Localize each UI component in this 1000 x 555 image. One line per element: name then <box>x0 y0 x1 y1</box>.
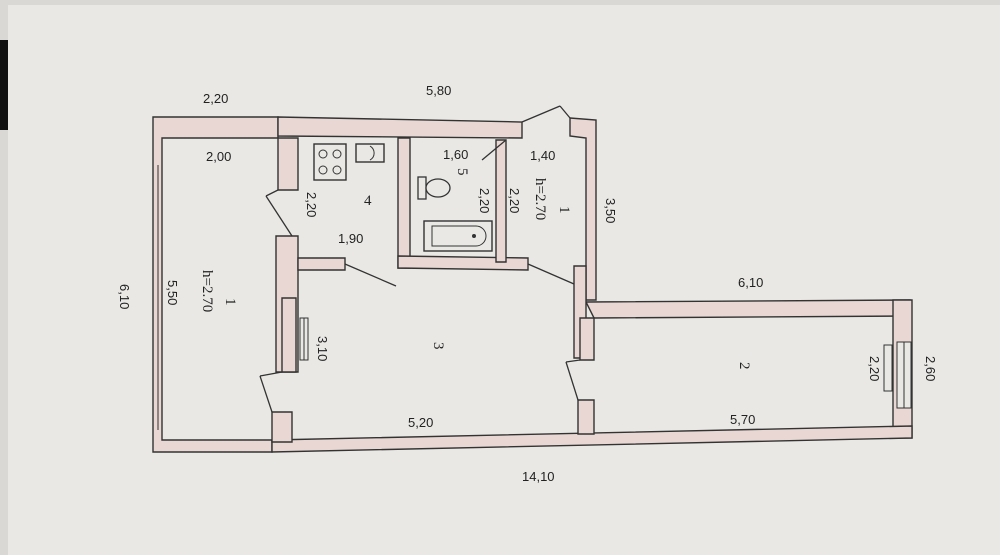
dim-hall-depth: 3,10 <box>315 336 330 361</box>
dim-room1-length: 5,50 <box>165 280 180 305</box>
dim-room1-right-width: 1,40 <box>530 148 555 163</box>
dim-right-wing-end: 2,60 <box>923 356 938 381</box>
dim-top-mid: 5,80 <box>426 83 451 98</box>
window-left <box>152 165 163 430</box>
dim-hall-width: 5,20 <box>408 415 433 430</box>
dim-right-wing-top: 6,10 <box>738 275 763 290</box>
door-swings <box>259 105 581 413</box>
room4-number: 4 <box>364 193 372 209</box>
dim-bath-depth: 2,20 <box>477 188 492 213</box>
window-right <box>896 341 912 409</box>
dim-room1-width: 2,00 <box>206 149 231 164</box>
dim-right-top: 3,50 <box>603 198 618 223</box>
dim-kitchen-depth: 2,20 <box>304 192 319 217</box>
room1-right-height: h=2.70 <box>532 178 548 220</box>
sink-icon <box>355 143 385 163</box>
room2-radiator <box>883 344 893 392</box>
room1-left-height: h=2.70 <box>199 270 215 312</box>
dim-room2-depth: 2,20 <box>867 356 882 381</box>
toilet-icon <box>417 176 451 200</box>
dim-left-total: 6,10 <box>117 284 132 309</box>
room2-number: 2 <box>736 362 752 370</box>
dim-bath-width: 1,60 <box>443 147 468 162</box>
dim-kitchen-width: 1,90 <box>338 231 363 246</box>
dim-top-left: 2,20 <box>203 91 228 106</box>
dim-room2-width: 5,70 <box>730 412 755 427</box>
internal-walls <box>275 137 595 373</box>
room1-right-number: 1 <box>556 206 572 214</box>
bathtub-icon <box>423 220 493 252</box>
room1-left-number: 1 <box>222 298 238 306</box>
photo-edge-shadow <box>0 40 8 130</box>
dim-room1-right-depth: 2,20 <box>507 188 522 213</box>
dim-bottom-total: 14,10 <box>522 469 555 484</box>
stove-icon <box>313 143 347 181</box>
room5-number: 5 <box>454 168 470 176</box>
paper-sheet <box>8 5 1000 555</box>
room3-number: 3 <box>430 342 446 350</box>
hall-window <box>299 317 309 361</box>
